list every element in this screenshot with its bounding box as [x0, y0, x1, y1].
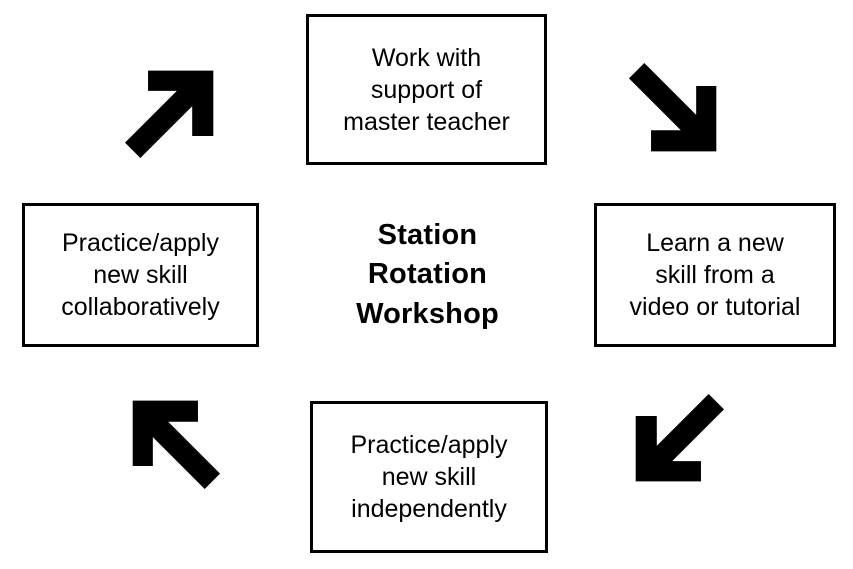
node-label-bottom: Practice/apply new skill independently [350, 431, 508, 523]
node-label-right: Learn a new skill from a video or tutori… [629, 229, 801, 321]
node-label-left: Practice/apply new skill collaboratively [61, 229, 220, 321]
arrow-down-left-icon [628, 393, 724, 489]
arrow-up-left-icon [125, 393, 221, 489]
node-box-left: Practice/apply new skill collaboratively [22, 203, 259, 347]
arrow-down-right-icon [628, 63, 724, 159]
node-label-top: Work with support of master teacher [343, 43, 510, 136]
center-title-text: Station Rotation Workshop [356, 218, 499, 330]
node-box-right: Learn a new skill from a video or tutori… [594, 203, 836, 347]
node-box-bottom: Practice/apply new skill independently [310, 401, 548, 553]
arrow-up-right-icon [125, 63, 221, 159]
node-box-top: Work with support of master teacher [306, 14, 547, 165]
diagram-center-title: Station Rotation Workshop [300, 212, 555, 338]
